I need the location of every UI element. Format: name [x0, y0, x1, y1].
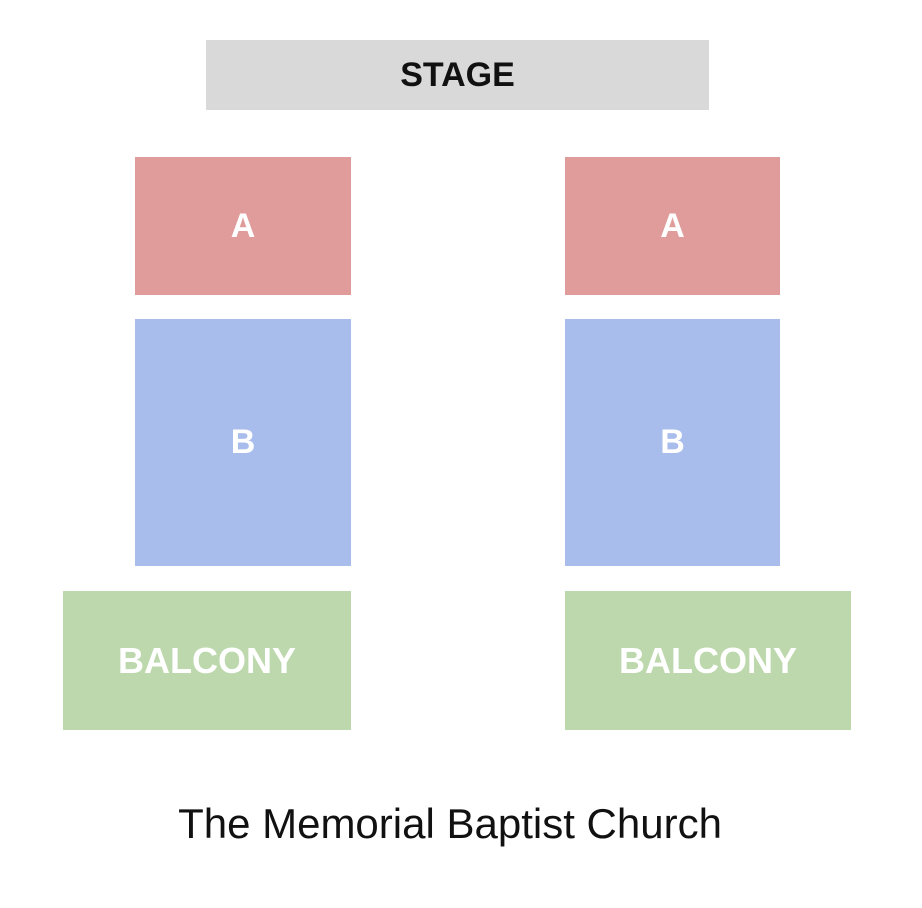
section-b-left[interactable]: B — [135, 319, 351, 566]
section-label: A — [660, 206, 685, 245]
section-a-left[interactable]: A — [135, 157, 351, 295]
section-label: BALCONY — [118, 639, 296, 681]
section-label: A — [230, 206, 256, 245]
section-label: B — [660, 423, 685, 461]
stage: STAGE — [206, 40, 709, 110]
section-label: BALCONY — [619, 639, 797, 681]
section-b-right[interactable]: B — [565, 319, 780, 566]
section-a-right[interactable]: A — [565, 157, 780, 295]
venue-title: The Memorial Baptist Church — [178, 800, 722, 847]
section-balcony-right[interactable]: BALCONY — [565, 591, 851, 730]
stage-label: STAGE — [400, 55, 515, 94]
section-label: B — [230, 423, 256, 461]
section-balcony-left[interactable]: BALCONY — [63, 591, 351, 730]
